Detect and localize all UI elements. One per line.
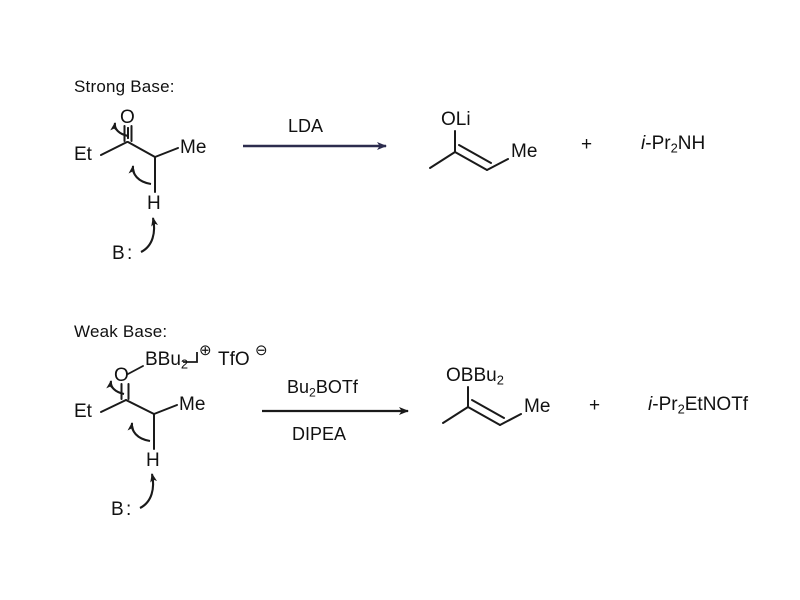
byproduct-subscript-bottom: 2 (677, 401, 685, 417)
curly-arrow-ch-to-cc-top (128, 165, 152, 186)
atom-label-ethyl-top: Et (74, 144, 92, 165)
reagent-subscript: 2 (309, 385, 316, 400)
strong-base-substrate-bonds (100, 125, 179, 193)
enol-oxygen-subscript: 2 (496, 372, 504, 388)
byproduct-dash-bottom: - (652, 394, 659, 415)
byproduct-body-2-top: NH (677, 133, 706, 154)
atom-label-alpha-hydrogen-bottom: H (146, 450, 160, 471)
curly-arrow-base-to-h-bottom (139, 473, 158, 509)
scheme-title-weak-base: Weak Base: (74, 322, 168, 341)
atom-label-base-bottom: B (111, 499, 124, 520)
byproduct-formula-bottom: i-Pr2EtNOTf (648, 395, 748, 417)
anion-charge-symbol: ⊖ (255, 342, 268, 359)
atom-label-enolate-oxygen-top: OLi (441, 109, 471, 130)
reagent-below-arrow-bottom: DIPEA (292, 424, 347, 444)
byproduct-subscript-top: 2 (670, 140, 678, 156)
atom-label-boron-group-bottom: BBu2 (145, 350, 188, 372)
curly-arrow-base-to-h-top (140, 217, 159, 253)
atom-label-carbonyl-oxygen-bottom: O (114, 365, 129, 386)
boron-group-body: BBu (145, 349, 181, 370)
counterion-label: TfO (218, 349, 250, 370)
byproduct-formula-top: i-Pr2NH (641, 134, 705, 156)
base-lone-pair-top: : (127, 243, 133, 264)
plus-sign-bottom: + (589, 395, 601, 416)
byproduct-dash-top: - (645, 133, 652, 154)
atom-label-product-methyl-bottom: Me (524, 396, 551, 417)
atom-label-ethyl-bottom: Et (74, 401, 92, 422)
boron-group-subscript: 2 (180, 356, 189, 372)
reagent-body-1: Bu (287, 377, 310, 397)
atom-label-carbonyl-oxygen-top: O (120, 107, 135, 128)
base-lone-pair-bottom: : (126, 499, 132, 520)
weak-base-substrate-bonds (100, 365, 178, 450)
weak-base-product-bonds (442, 386, 522, 426)
byproduct-body-1-top: Pr (651, 133, 671, 154)
atom-label-methyl-top: Me (180, 137, 207, 158)
scheme-title-strong-base: Strong Base: (74, 77, 175, 96)
atom-label-product-methyl-top: Me (511, 141, 538, 162)
reagent-above-arrow-bottom: Bu2BOTf (287, 378, 358, 399)
enol-oxygen-body: OBBu (446, 365, 497, 386)
cation-charge-symbol: ⊕ (199, 342, 212, 359)
byproduct-italic-prefix-bottom: i (648, 394, 653, 415)
byproduct-body-1-bottom: Pr (658, 394, 678, 415)
reagent-body-2: BOTf (315, 377, 358, 397)
byproduct-italic-prefix-top: i (641, 133, 646, 154)
atom-label-alpha-hydrogen-top: H (147, 193, 161, 214)
strong-base-product-bonds (429, 130, 509, 171)
plus-sign-top: + (581, 134, 593, 155)
curly-arrow-ch-to-cc-bottom (127, 422, 151, 443)
atom-label-base-top: B (112, 243, 125, 264)
atom-label-methyl-bottom: Me (179, 394, 206, 415)
byproduct-body-2-bottom: EtNOTf (684, 394, 749, 415)
reagent-above-arrow-top: LDA (288, 116, 324, 136)
atom-label-enol-oxygen-bottom: OBBu2 (446, 366, 504, 388)
